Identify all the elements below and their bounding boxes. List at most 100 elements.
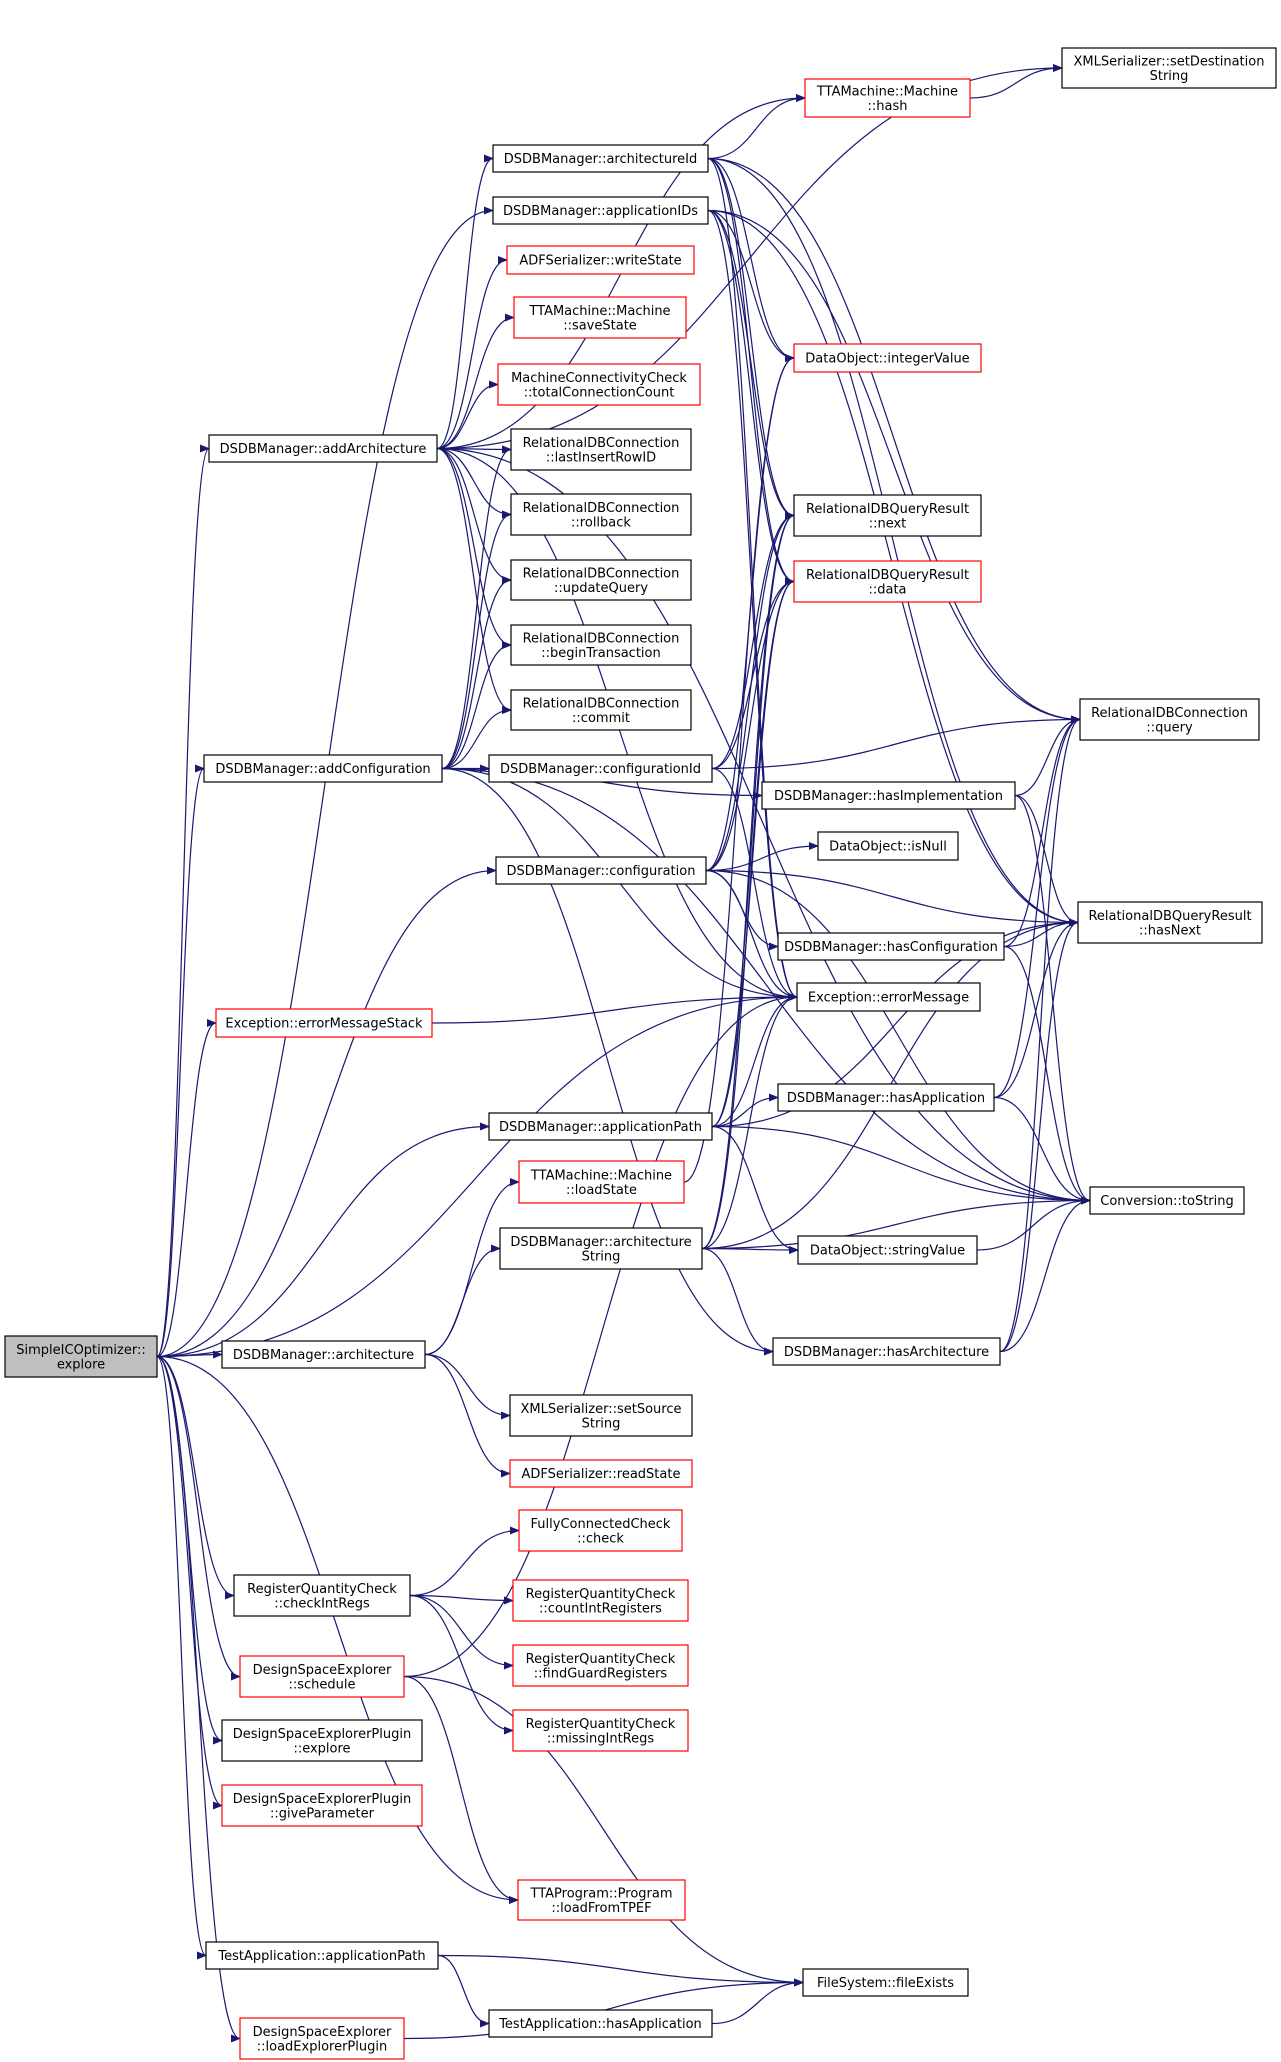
node-box	[817, 831, 959, 861]
node-box	[205, 1941, 439, 1970]
edge-rqc_checkint-to-rqc_missing	[409, 1594, 514, 1735]
edge-dsdb_conf-to-rqr_data	[705, 577, 795, 872]
node-do_isnull[interactable]: DataObject::isNull	[817, 831, 959, 861]
node-dsep_explore[interactable]: DesignSpaceExplorerPlugin::explore	[221, 1719, 423, 1762]
edge-dsdb_hasarch-to-rqr_hasnext	[999, 918, 1079, 1353]
node-box	[797, 1235, 978, 1265]
node-conv_tostring[interactable]: Conversion::toString	[1089, 1186, 1245, 1215]
node-dsdb_hasconf[interactable]: DSDBManager::hasConfiguration	[777, 932, 1005, 961]
node-dsdb_confid[interactable]: DSDBManager::configurationId	[488, 754, 713, 783]
edge-dsdb_archid-to-rqr_hasnext	[707, 157, 1079, 927]
edge-dsdb_archstr-to-conv_tostring	[701, 1196, 1091, 1250]
node-rdb_update[interactable]: RelationalDBConnection::updateQuery	[510, 559, 692, 601]
node-tta_hash[interactable]: TTAMachine::Machine::hash	[804, 78, 971, 118]
node-rdb_lastid[interactable]: RelationalDBConnection::lastInsertRowID	[510, 428, 692, 471]
node-box	[497, 363, 701, 406]
edge-dsdb_confid-to-exc_msg	[711, 767, 798, 1001]
node-ta_apppath[interactable]: TestApplication::applicationPath	[205, 1941, 439, 1970]
node-rdb_rollback[interactable]: RelationalDBConnection::rollback	[510, 493, 692, 536]
edge-dsdb_conf-to-rqr_hasnext	[705, 869, 1079, 927]
node-dse_loadplugin[interactable]: DesignSpaceExplorer::loadExplorerPlugin	[239, 2017, 405, 2060]
node-do_str[interactable]: DataObject::stringValue	[797, 1235, 978, 1265]
node-dsdb_appids[interactable]: DSDBManager::applicationIDs	[492, 196, 709, 225]
node-label: RegisterQuantityCheck	[526, 1717, 676, 1732]
node-dsep_give[interactable]: DesignSpaceExplorerPlugin::giveParameter	[221, 1784, 423, 1827]
node-mcc_total[interactable]: MachineConnectivityCheck::totalConnectio…	[497, 363, 701, 406]
node-dsdb_conf[interactable]: DSDBManager::configuration	[495, 856, 707, 885]
node-box	[1079, 698, 1260, 741]
edge-dsdb_conf-to-conv_tostring	[705, 869, 1091, 1205]
node-rqc_missing[interactable]: RegisterQuantityCheck::missingIntRegs	[512, 1709, 689, 1752]
node-fs_exists[interactable]: FileSystem::fileExists	[802, 1968, 969, 1997]
edge-root-to-ttap_load	[156, 1355, 519, 1904]
node-box	[512, 1579, 689, 1622]
node-fcc_check[interactable]: FullyConnectedCheck::check	[518, 1509, 683, 1552]
node-tta_save[interactable]: TTAMachine::Machine::saveState	[513, 296, 687, 339]
node-label: TTAProgram::Program	[530, 1886, 673, 1901]
node-label: ::data	[868, 582, 906, 597]
node-label: XMLSerializer::setSource	[521, 1402, 682, 1417]
node-label: DSDBManager::addArchitecture	[220, 442, 427, 457]
edge-dsdb_addconf-to-rdb_rollback	[441, 510, 512, 770]
node-label: ::updateQuery	[554, 581, 648, 596]
node-label: DSDBManager::applicationIDs	[503, 204, 698, 219]
node-label: RelationalDBConnection	[523, 696, 680, 711]
edge-dsdb_addconf-to-rdb_commit	[441, 706, 512, 770]
node-label: XMLSerializer::setDestination	[1074, 54, 1265, 69]
node-ttap_load[interactable]: TTAProgram::Program::loadFromTPEF	[517, 1879, 686, 1921]
node-dsdb_arch[interactable]: DSDBManager::architecture	[221, 1340, 426, 1369]
edge-root-to-dsep_give	[156, 1355, 223, 1810]
node-adf_write[interactable]: ADFSerializer::writeState	[506, 245, 695, 275]
node-label: DesignSpaceExplorer	[253, 1663, 392, 1678]
node-rdb_begin[interactable]: RelationalDBConnection::beginTransaction	[510, 624, 692, 666]
node-label: explore	[57, 1357, 105, 1372]
edge-dsdb_addconf-to-rdb_update	[441, 576, 512, 770]
node-rqr_next[interactable]: RelationalDBQueryResult::next	[793, 494, 982, 537]
node-rdb_query[interactable]: RelationalDBConnection::query	[1079, 698, 1260, 741]
edge-dsdb_apppath-to-dsdb_hasapp	[711, 1093, 779, 1128]
node-rqr_data[interactable]: RelationalDBQueryResult::data	[793, 560, 982, 603]
node-root[interactable]: SimpleICOptimizer::explore	[4, 1335, 158, 1378]
node-exc_msg[interactable]: Exception::errorMessage	[796, 982, 981, 1012]
node-rqr_hasnext[interactable]: RelationalDBQueryResult::hasNext	[1077, 901, 1263, 944]
edge-dsdb_archid-to-do_int	[707, 157, 795, 362]
node-label: DSDBManager::addConfiguration	[215, 762, 430, 777]
node-rqc_checkint[interactable]: RegisterQuantityCheck::checkIntRegs	[233, 1574, 411, 1617]
node-box	[518, 1160, 685, 1204]
node-box	[517, 1879, 686, 1921]
node-label: DesignSpaceExplorerPlugin	[233, 1727, 411, 1742]
edge-dsdb_archstr-to-rqr_next	[701, 511, 795, 1250]
node-label: RegisterQuantityCheck	[247, 1582, 397, 1597]
node-rdb_commit[interactable]: RelationalDBConnection::commit	[510, 689, 692, 731]
node-dsdb_hasapp[interactable]: DSDBManager::hasApplication	[777, 1083, 995, 1112]
node-do_int[interactable]: DataObject::integerValue	[793, 343, 982, 373]
node-label: RegisterQuantityCheck	[526, 1652, 676, 1667]
node-dsdb_addarch[interactable]: DSDBManager::addArchitecture	[208, 434, 438, 463]
node-rqc_count[interactable]: RegisterQuantityCheck::countIntRegisters	[512, 1579, 689, 1622]
edge-dsdb_archid-to-rqr_data	[707, 157, 795, 586]
node-dse_schedule[interactable]: DesignSpaceExplorer::schedule	[239, 1655, 405, 1698]
node-label: DataObject::stringValue	[810, 1244, 965, 1259]
node-label: ::schedule	[288, 1677, 355, 1692]
node-label: String	[1150, 69, 1189, 84]
node-dsdb_addconf[interactable]: DSDBManager::addConfiguration	[203, 754, 443, 783]
node-box	[510, 493, 692, 536]
node-label: ::next	[869, 516, 907, 531]
node-label: ::query	[1146, 720, 1193, 735]
edge-dsdb_conf-to-exc_msg	[705, 869, 798, 1001]
node-adf_read[interactable]: ADFSerializer::readState	[509, 1459, 693, 1488]
node-rqc_guard[interactable]: RegisterQuantityCheck::findGuardRegister…	[512, 1644, 689, 1687]
node-ta_hasapp[interactable]: TestApplication::hasApplication	[488, 2009, 713, 2038]
node-tta_load[interactable]: TTAMachine::Machine::loadState	[518, 1160, 685, 1204]
node-label: TTAMachine::Machine	[528, 304, 670, 319]
node-exc_stack[interactable]: Exception::errorMessageStack	[215, 1008, 433, 1038]
node-dsdb_hasimpl[interactable]: DSDBManager::hasImplementation	[761, 781, 1016, 810]
node-dsdb_apppath[interactable]: DSDBManager::applicationPath	[488, 1112, 713, 1141]
node-box	[492, 196, 709, 225]
node-dsdb_archid[interactable]: DSDBManager::architectureId	[492, 144, 709, 173]
node-dsdb_hasarch[interactable]: DSDBManager::hasArchitecture	[772, 1337, 1001, 1366]
node-box	[793, 494, 982, 537]
